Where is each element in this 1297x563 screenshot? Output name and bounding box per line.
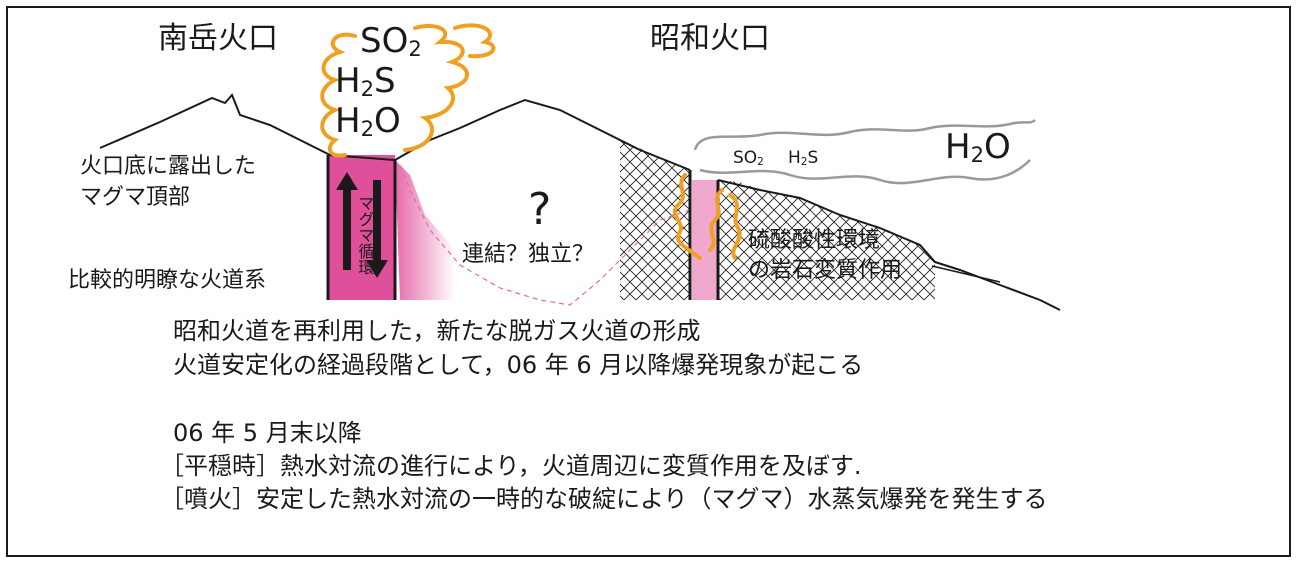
- gas-plume-left: [320, 23, 469, 158]
- mountain-profile: [99, 93, 1061, 311]
- altered-rock-hatch: [620, 140, 690, 300]
- h2o-label: H2O: [335, 101, 401, 141]
- exposed-magma-label: 火口底に露出した マグマ頂部: [80, 154, 257, 210]
- gas-plume-showa: [672, 173, 742, 260]
- altered-rock-hatch-right: [718, 180, 935, 300]
- so2-small-label: SO2: [733, 148, 764, 168]
- acid-environment-label: 硫酸酸性環境: [748, 228, 881, 253]
- so2-label: SO2: [360, 21, 422, 61]
- magma-circulation-label: マグマ循環: [355, 195, 375, 275]
- h2s-label: H2S: [335, 61, 396, 101]
- note-line-1: 昭和火道を再利用した，新たな脱ガス火道の形成: [173, 317, 701, 345]
- connection-dashed-curve: [399, 164, 691, 306]
- note-line-4: ［平穏時］熱水対流の進行により，火道周辺に変質作用を及ぼす.: [160, 452, 862, 480]
- showa-crater-label: 昭和火口: [650, 21, 770, 56]
- magma-conduit: [328, 155, 395, 300]
- circulation-arrows: [336, 172, 388, 278]
- minamidake-crater-label: 南岳火口: [158, 21, 278, 56]
- note-line-5: ［噴火］安定した熱水対流の一時的な破綻により（マグマ）水蒸気爆発を発生する: [160, 485, 1048, 513]
- rock-alteration-label: の岩石変質作用: [748, 258, 903, 283]
- clear-conduit-label: 比較的明瞭な火道系: [68, 268, 267, 293]
- note-line-3: 06 年 5 月末以降: [173, 419, 362, 447]
- connected-or-independent-label: 連結？独立？: [462, 242, 595, 267]
- h2s-small-label: H2S: [788, 148, 819, 168]
- figure-frame: [6, 6, 1291, 557]
- question-mark: ?: [528, 184, 552, 235]
- note-line-2: 火道安定化の経過段階として，06 年 6 月以降爆発現象が起こる: [173, 351, 864, 379]
- magma-diffusion-zone: [395, 160, 455, 300]
- h2o-steam-label: H2O: [945, 127, 1011, 167]
- steam-plume: [693, 119, 1036, 185]
